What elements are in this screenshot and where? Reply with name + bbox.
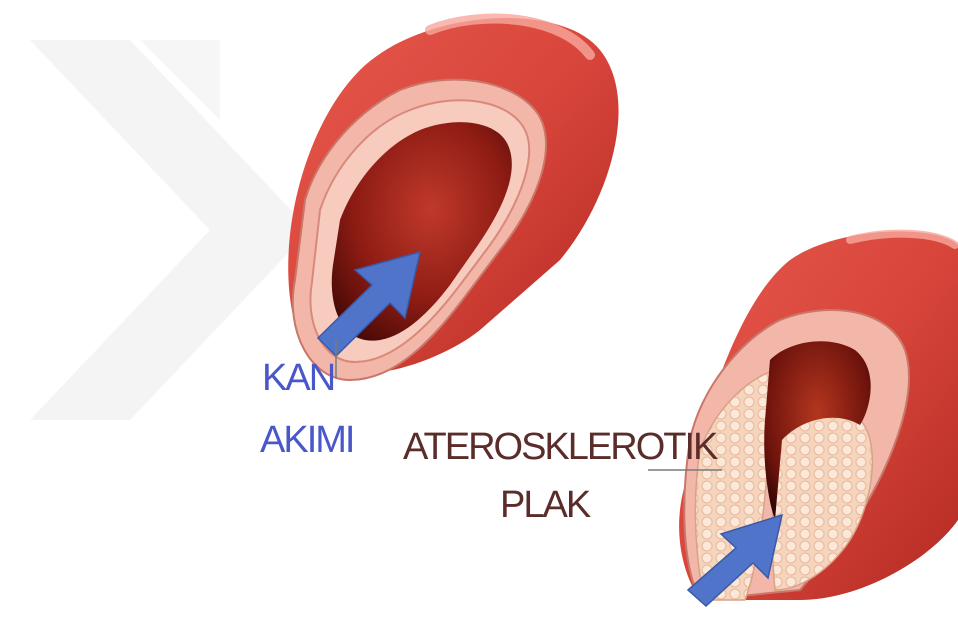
plaque-label-line1: ATEROSKLEROTIK bbox=[403, 425, 716, 469]
healthy-artery bbox=[288, 18, 618, 380]
diseased-artery bbox=[648, 231, 958, 606]
plaque-label-line2: PLAK bbox=[500, 483, 589, 527]
blood-flow-label-line2: AKIMI bbox=[260, 418, 353, 462]
blood-flow-label-line1: KAN bbox=[262, 356, 334, 400]
